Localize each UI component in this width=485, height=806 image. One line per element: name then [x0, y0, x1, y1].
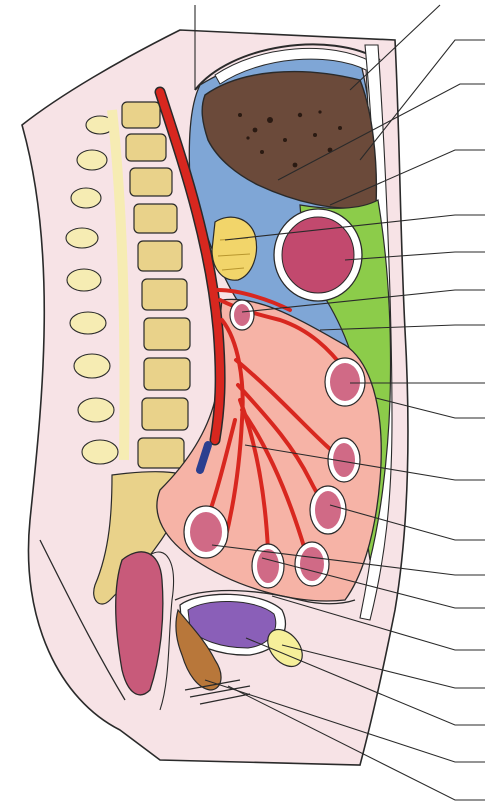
intestine-lumen	[257, 549, 279, 583]
spinous-process	[77, 150, 107, 170]
spinous-process	[66, 228, 98, 248]
intestine-lumen	[315, 491, 341, 529]
intestine-lumen	[234, 304, 250, 326]
vertebra	[122, 102, 160, 128]
intestine-lumen	[300, 547, 324, 581]
spinous-process	[71, 188, 101, 208]
vertebra	[126, 134, 166, 161]
spinous-process	[67, 269, 101, 291]
stomach-lumen	[282, 217, 354, 293]
pancreas	[212, 217, 256, 280]
spinous-process	[70, 312, 106, 334]
vertebra	[144, 318, 190, 350]
vertebra	[144, 358, 190, 390]
spinous-process	[74, 354, 110, 378]
vertebra	[130, 168, 172, 196]
vertebra	[134, 204, 177, 233]
spinous-process	[78, 398, 114, 422]
intestine-lumen	[330, 363, 360, 401]
vertebra	[138, 241, 182, 271]
vertebra	[142, 398, 188, 430]
vertebra	[142, 279, 187, 310]
spinous-process	[82, 440, 118, 464]
vertebra	[138, 438, 184, 468]
